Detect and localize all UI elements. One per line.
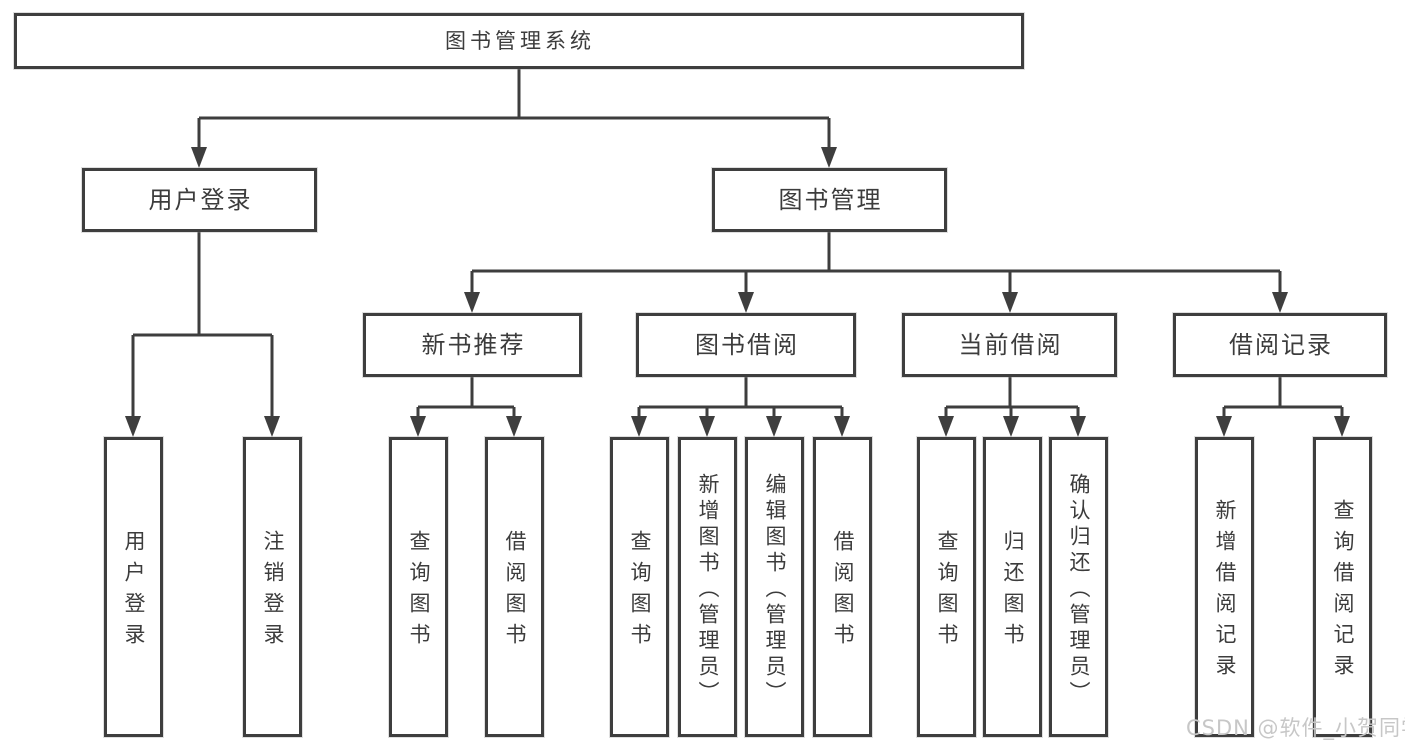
node-book-management-group-label: 图书管理 (778, 186, 883, 214)
node-borrow-records: 借阅记录 (1173, 313, 1387, 377)
node-leaf-bb-query-books-label: 查询图书 (628, 530, 652, 654)
node-new-book-recommend: 新书推荐 (363, 313, 582, 377)
node-leaf-bb-borrow-books-label: 借阅图书 (831, 530, 855, 654)
node-leaf-bb-add-books: 新增图书（管理员） (678, 437, 737, 737)
node-leaf-nbr-borrow-books: 借阅图书 (485, 437, 544, 737)
node-leaf-cb-query-books: 查询图书 (917, 437, 976, 737)
node-current-borrow: 当前借阅 (902, 313, 1117, 377)
node-leaf-cb-return-books-label: 归还图书 (1001, 530, 1025, 654)
node-leaf-br-query-record: 查询借阅记录 (1313, 437, 1372, 737)
node-leaf-user-login: 用户登录 (104, 437, 163, 737)
node-leaf-bb-edit-books: 编辑图书（管理员） (745, 437, 804, 737)
node-leaf-bb-edit-books-label: 编辑图书（管理员） (763, 472, 787, 707)
node-leaf-nbr-query-books: 查询图书 (389, 437, 448, 737)
node-current-borrow-label: 当前借阅 (958, 331, 1063, 359)
node-leaf-cb-confirm-return-label: 确认归还（管理员） (1067, 472, 1091, 707)
watermark: CSDN @软件_小贺同学 (1186, 716, 1405, 740)
node-leaf-user-login-label: 用户登录 (122, 530, 146, 654)
node-system-root-label: 图书管理系统 (445, 28, 595, 53)
node-leaf-cb-query-books-label: 查询图书 (935, 530, 959, 654)
node-leaf-nbr-borrow-books-label: 借阅图书 (503, 530, 527, 654)
node-leaf-bb-query-books: 查询图书 (610, 437, 669, 737)
node-user-login-group-label: 用户登录 (148, 186, 253, 214)
node-leaf-br-add-record-label: 新增借阅记录 (1213, 499, 1237, 685)
node-leaf-bb-borrow-books: 借阅图书 (813, 437, 872, 737)
node-leaf-bb-add-books-label: 新增图书（管理员） (696, 472, 720, 707)
node-leaf-cb-confirm-return: 确认归还（管理员） (1049, 437, 1108, 737)
node-book-borrow: 图书借阅 (636, 313, 856, 377)
node-leaf-cb-return-books: 归还图书 (983, 437, 1042, 737)
node-book-management-group: 图书管理 (712, 168, 947, 232)
node-book-borrow-label: 图书借阅 (695, 331, 799, 359)
node-leaf-br-add-record: 新增借阅记录 (1195, 437, 1254, 737)
node-user-login-group: 用户登录 (82, 168, 317, 232)
node-borrow-records-label: 借阅记录 (1229, 331, 1333, 359)
node-new-book-recommend-label: 新书推荐 (421, 331, 526, 359)
node-leaf-logout-label: 注销登录 (261, 530, 285, 654)
node-system-root: 图书管理系统 (14, 13, 1024, 69)
node-leaf-logout: 注销登录 (243, 437, 302, 737)
node-leaf-br-query-record-label: 查询借阅记录 (1331, 499, 1355, 685)
node-leaf-nbr-query-books-label: 查询图书 (407, 530, 431, 654)
